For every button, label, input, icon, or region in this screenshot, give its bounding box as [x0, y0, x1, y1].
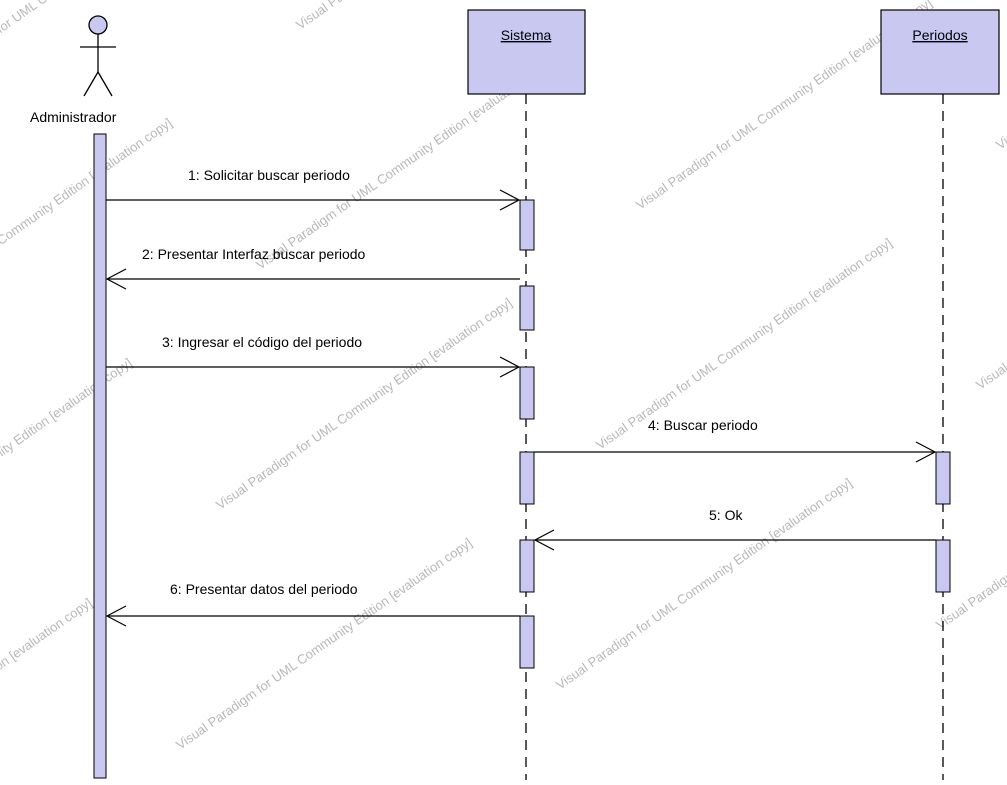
activation-bar-periodos-2: [935, 539, 951, 593]
activation-bar-sistema-6: [519, 615, 535, 669]
message-label-1: 1: Solicitar buscar periodo: [188, 167, 350, 183]
message-6: 6: Presentar datos del periodo: [105, 581, 520, 627]
message-label-6: 6: Presentar datos del periodo: [170, 581, 358, 597]
activation-bar-sistema-3: [519, 366, 535, 420]
watermark-text-0: Visual Paradigm for UML Community Editio…: [0, 0, 215, 92]
watermark-text-11: Visual Paradigm for UML Community Editio…: [0, 595, 95, 785]
activation-bar-periodos-1: [935, 451, 951, 505]
message-5: 5: Ok: [533, 507, 936, 551]
lifeline-label-sistema: Sistema: [501, 27, 552, 43]
actor-administrador: Administrador: [30, 15, 117, 125]
watermark-text-8: Visual Paradigm for UML Community Editio…: [213, 295, 515, 512]
activation-bar-sistema-5: [519, 539, 535, 593]
message-label-3: 3: Ingresar el código del periodo: [162, 334, 362, 350]
activation-bar-sistema-4: [519, 451, 535, 505]
lifeline-box-periodos: [880, 9, 1000, 95]
message-2: 2: Presentar Interfaz buscar periodo: [105, 246, 520, 290]
lifeline-sistema: Sistema: [467, 9, 586, 780]
watermark-text-14: Visual Paradigm for UML Community Editio…: [933, 415, 1007, 632]
lifeline-label-periodos: Periodos: [912, 27, 967, 43]
activation-bar-sistema-2: [519, 285, 535, 331]
actor-label: Administrador: [30, 109, 117, 125]
watermark-text-3: Visual Paradigm for UML Community Editio…: [0, 115, 175, 332]
message-label-5: 5: Ok: [709, 507, 743, 523]
stick-figure-icon: [80, 15, 116, 97]
message-label-4: 4: Buscar periodo: [648, 417, 758, 433]
message-3: 3: Ingresar el código del periodo: [106, 334, 521, 378]
activation-bar-sistema-1: [519, 199, 535, 251]
actor-activation-bar: [93, 133, 107, 779]
watermark-text-12: Visual Paradigm for UML Community Editio…: [173, 535, 475, 752]
watermark-text-10: Visual Paradigm for UML Community Editio…: [973, 175, 1007, 392]
lifeline-box-sistema: [467, 9, 586, 95]
message-label-2: 2: Presentar Interfaz buscar periodo: [142, 246, 366, 262]
watermark-text-13: Visual Paradigm for UML Community Editio…: [553, 475, 855, 692]
watermark-text-7: Visual Paradigm for UML Community Editio…: [0, 355, 135, 572]
message-4: 4: Buscar periodo: [534, 417, 937, 463]
lifeline-periodos: Periodos: [880, 9, 1000, 780]
message-1: 1: Solicitar buscar periodo: [106, 167, 521, 211]
